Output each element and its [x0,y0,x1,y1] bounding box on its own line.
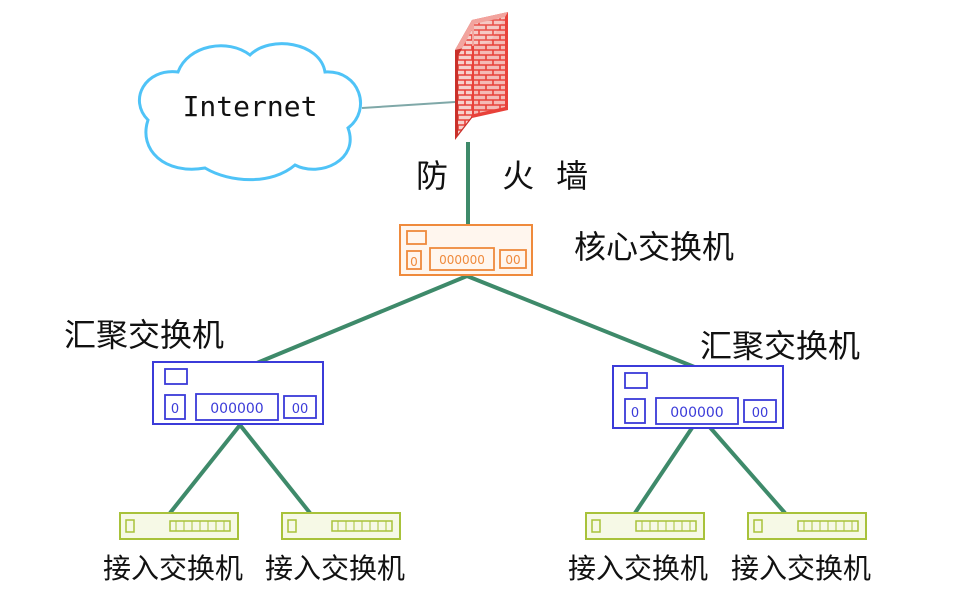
aggregation-right-port-row: 000000 [670,405,723,421]
core-port-row: 000000 [439,253,485,267]
link-internet-firewall [361,101,456,109]
access-switch-3-icon [585,512,705,540]
aggregation-switch-left-icon: 0 000000 00 [152,361,324,425]
internet-label: Internet [183,90,318,123]
aggregation-right-left-port: 0 [631,406,639,421]
firewall-label: 防 火墙 [416,157,611,195]
access-switch-1-label: 接入交换机 [103,552,244,585]
aggregation-switch-right-icon: 0 000000 00 [612,365,784,429]
internet-cloud-icon: Internet [137,42,363,182]
access-switch-4-label: 接入交换机 [731,552,872,585]
link-aggregation-right-access-3 [633,414,702,515]
link-aggregation-right-access-4 [698,414,787,515]
access-switch-2-icon [281,512,401,540]
access-switch-2-label: 接入交换机 [265,552,406,585]
aggregation-right-right-port: 00 [752,406,769,421]
access-switch-4-icon [747,512,867,540]
core-right-port: 00 [505,253,520,267]
aggregation-left-port-row: 000000 [210,401,263,417]
aggregation-left-left-port: 0 [171,402,179,417]
link-aggregation-left-access-1 [168,423,242,515]
core-switch-label: 核心交换机 [574,228,735,266]
core-left-port: 0 [410,255,418,269]
aggregation-left-right-port: 00 [292,402,309,417]
access-switch-1-icon [119,512,239,540]
access-switch-3-label: 接入交换机 [568,552,709,585]
firewall-icon [455,12,508,140]
link-core-aggregation-left [239,274,468,372]
link-core-aggregation-right [466,274,703,372]
link-aggregation-left-access-2 [238,423,312,515]
core-switch-icon: 0 000000 00 [399,224,533,276]
aggregation-switch-right-label: 汇聚交换机 [700,327,861,365]
aggregation-switch-left-label: 汇聚交换机 [64,316,225,354]
